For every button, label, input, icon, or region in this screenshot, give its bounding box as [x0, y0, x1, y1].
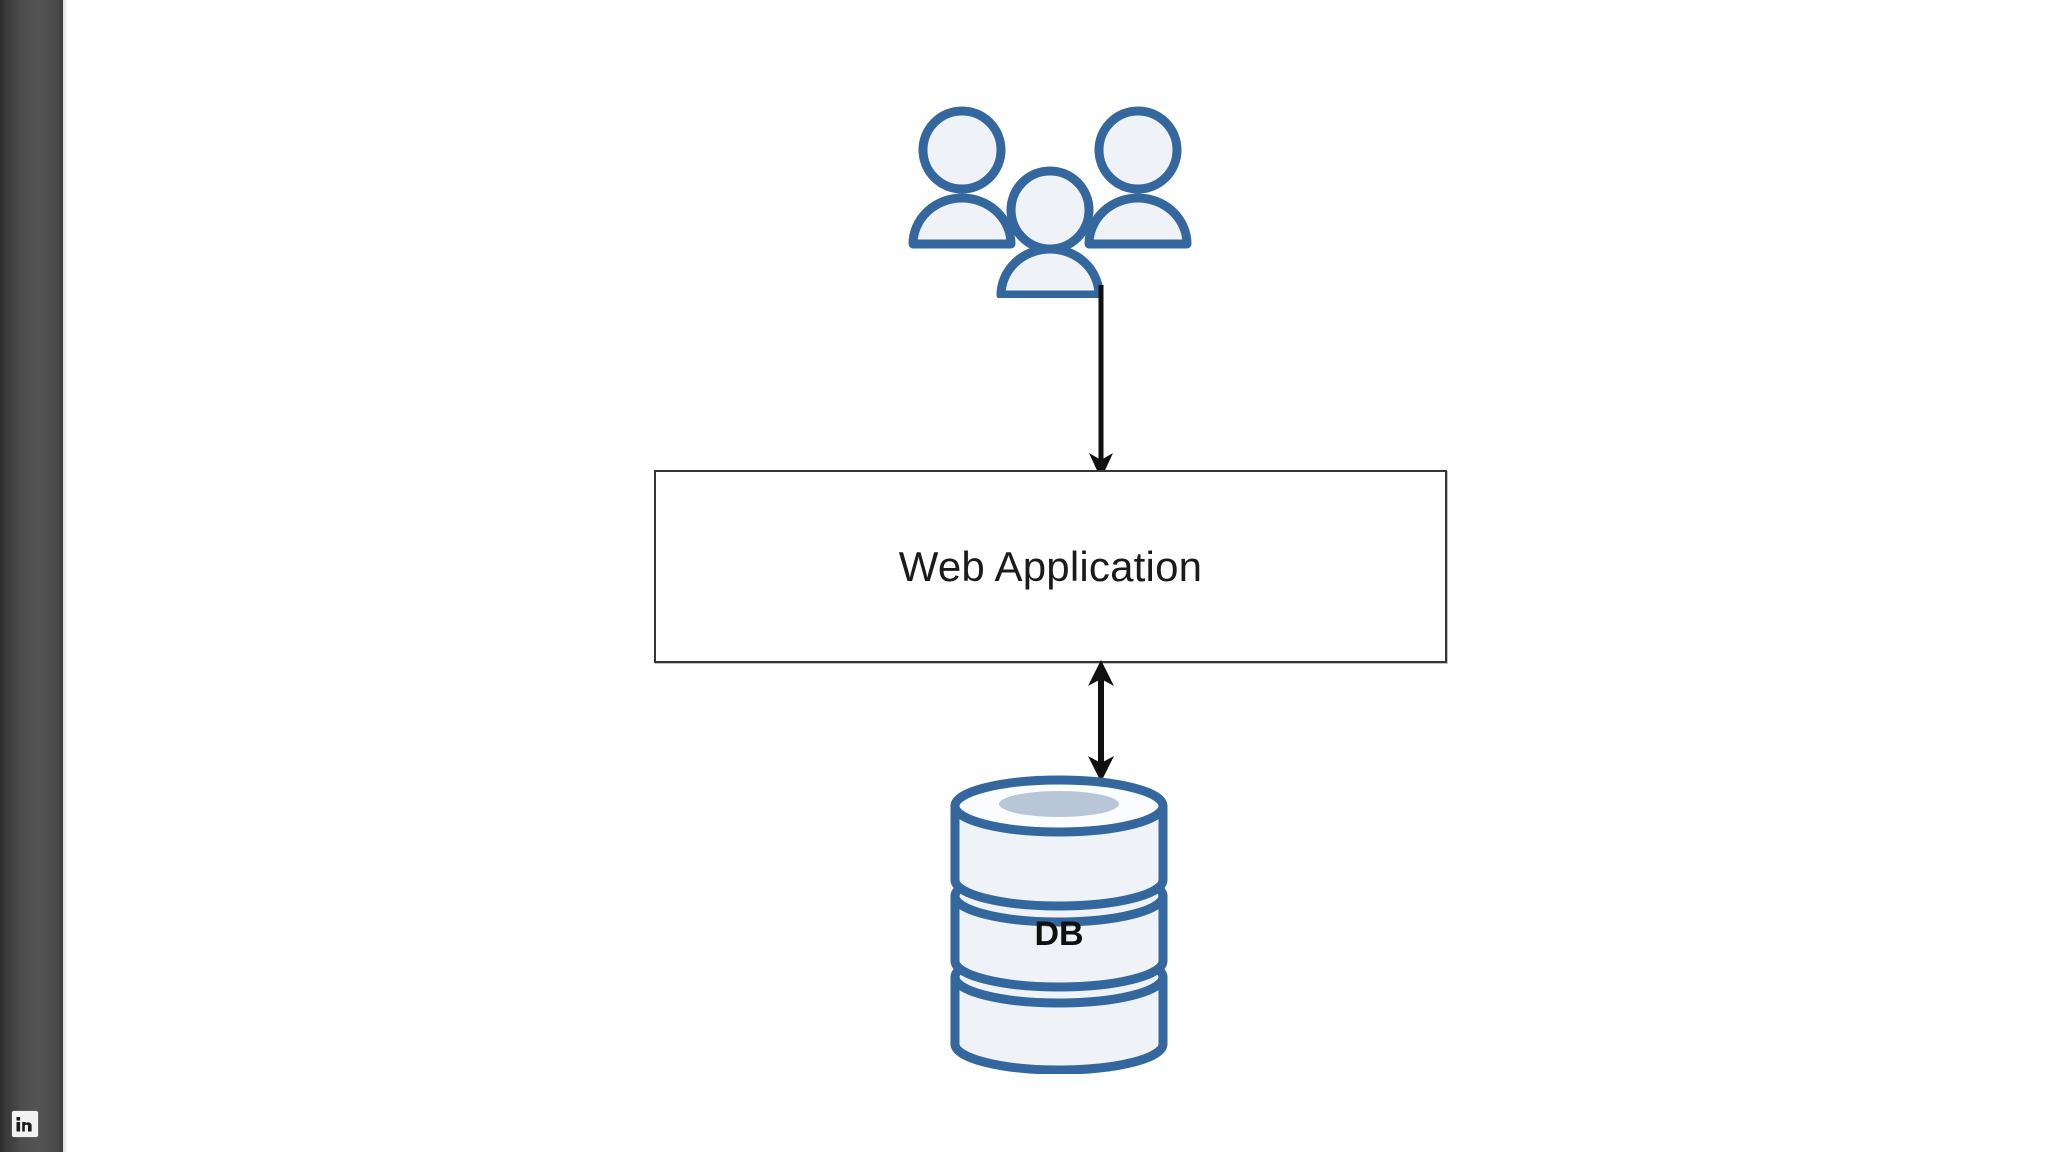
- left-sidebar: [0, 0, 63, 1152]
- arrow-double-vertical-icon: [1088, 660, 1114, 782]
- person-left-icon: [908, 106, 1016, 249]
- web-application-label: Web Application: [898, 542, 1203, 590]
- arrow-users-to-web-application: [1086, 285, 1116, 480]
- database-cylinder-icon: [950, 775, 1168, 1075]
- users-icon: [895, 98, 1205, 300]
- arrow-web-application-to-database: [1086, 660, 1116, 782]
- diagram-canvas: Web Application: [68, 0, 2048, 1152]
- web-application-node[interactable]: Web Application: [654, 470, 1447, 663]
- person-right-icon: [1084, 106, 1192, 249]
- linkedin-glyph-icon: [16, 1117, 32, 1132]
- arrow-down-icon: [1089, 285, 1113, 479]
- person-center-icon: [996, 166, 1104, 300]
- sidebar-shadow: [63, 0, 68, 1152]
- users-group-icon: [908, 106, 1192, 300]
- database-node[interactable]: [946, 772, 1172, 1075]
- linkedin-logo[interactable]: [12, 1111, 38, 1137]
